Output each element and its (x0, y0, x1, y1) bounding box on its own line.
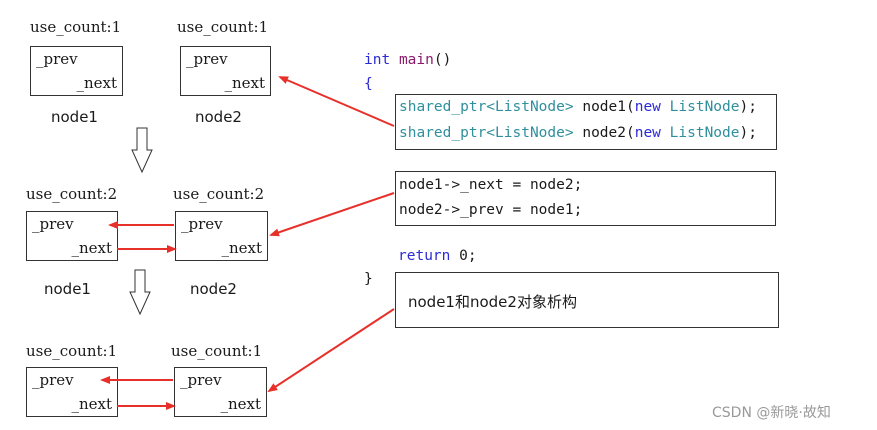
arrow-code-to-stage1 (278, 76, 395, 127)
code-line-node1: shared_ptr<ListNode> node1(new ListNode)… (399, 99, 757, 115)
destruct-note-box: node1和node2对象析构 (395, 272, 779, 328)
stage2-node2-box: _prev _next (175, 211, 268, 261)
open-brace: { (364, 76, 373, 92)
prev-field: _prev (36, 50, 78, 68)
stage1-node1-use-count: use_count:1 (30, 18, 122, 36)
arrow-code-to-stage2 (269, 192, 395, 237)
stage2-node1-use-count: use_count:2 (26, 185, 118, 203)
stage1-node2-box: _prev _next (180, 46, 271, 96)
next-field: _next (224, 74, 265, 92)
code-block-assign: node1->_next = node2; node2->_prev = nod… (395, 171, 776, 226)
stage3-node1-box: _prev _next (26, 367, 118, 417)
next-field: _next (220, 395, 261, 413)
stage1-node2-name: node2 (195, 108, 242, 126)
stage1-node1-box: _prev _next (30, 46, 123, 96)
code-line-assign-prev: node2->_prev = node1; (399, 202, 583, 218)
stage2-node2-use-count: use_count:2 (173, 185, 265, 203)
next-field: _next (221, 239, 262, 257)
prev-field: _prev (32, 215, 74, 233)
prev-field: _prev (32, 371, 74, 389)
stage2-node2-name: node2 (190, 280, 237, 298)
watermark: CSDN @新晓·故知 (712, 405, 831, 421)
stage3-node2-use-count: use_count:1 (171, 342, 263, 360)
down-arrow-2 (129, 269, 151, 316)
down-arrow-1 (131, 127, 153, 174)
close-brace: } (364, 271, 373, 287)
prev-field: _prev (186, 50, 228, 68)
code-line-node2: shared_ptr<ListNode> node2(new ListNode)… (399, 125, 757, 141)
code-block-construct: shared_ptr<ListNode> node1(new ListNode)… (395, 94, 777, 150)
next-field: _next (76, 74, 117, 92)
stage3-node1-use-count: use_count:1 (26, 342, 118, 360)
code-line-assign-next: node1->_next = node2; (399, 177, 583, 193)
destruct-note: node1和node2对象析构 (408, 293, 577, 311)
prev-field: _prev (181, 215, 223, 233)
arrow-code-to-stage3 (267, 308, 395, 393)
next-field: _next (71, 395, 112, 413)
stage2-node1-name: node1 (44, 280, 91, 298)
next-field: _next (71, 239, 112, 257)
stage3-node2-box: _prev _next (174, 367, 267, 417)
stage1-node1-name: node1 (51, 108, 98, 126)
prev-field: _prev (180, 371, 222, 389)
stage2-node1-box: _prev _next (26, 211, 118, 261)
main-signature: int main() (364, 52, 452, 68)
return-statement: return 0; (398, 248, 477, 264)
stage1-node2-use-count: use_count:1 (177, 18, 269, 36)
